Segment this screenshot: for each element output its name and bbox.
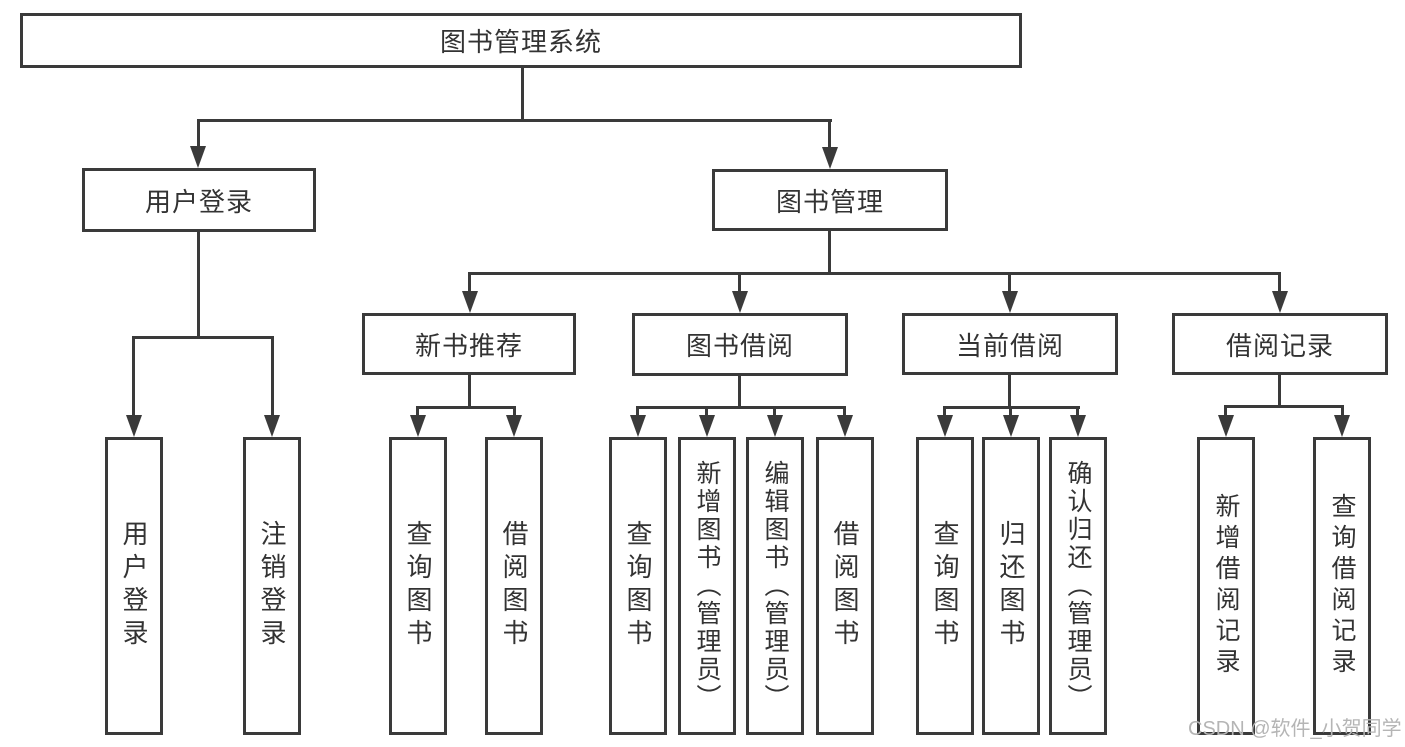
node-current-borrowing: 当前借阅 [902,313,1118,375]
connector-currentborrow-shaft-1 [943,406,946,417]
connector-root-shaft-right [828,119,831,148]
connector-root-shaft-left [197,119,200,148]
connector-bookborrow-shaft-3 [773,406,776,417]
arrow-down-icon [767,415,783,437]
connector-records-stub [1278,375,1281,405]
node-book-borrowing: 图书借阅 [632,313,848,376]
watermark: CSDN @软件_小贺同学 [1188,718,1402,740]
leaf-query-books-recommend: 查询图书 [389,437,447,735]
leaf-edit-books-admin: 编辑图书（管理员） [746,437,804,735]
leaf-query-books-current: 查询图书 [916,437,974,735]
connector-userlogin-shaft-2 [271,336,274,417]
leaf-borrow-books: 借阅图书 [816,437,874,735]
arrow-down-icon [1070,415,1086,437]
connector-records-shaft-1 [1224,405,1227,417]
arrow-down-icon [822,147,838,169]
arrow-down-icon [630,415,646,437]
arrow-down-icon [1334,415,1350,437]
connector-records-rail [1224,405,1344,408]
connector-manage-rail [468,272,1281,275]
connector-bookborrow-shaft-4 [843,406,846,417]
connector-newbooks-shaft-2 [513,406,516,417]
arrow-down-icon [1218,415,1234,437]
leaf-add-borrow-record: 新增借阅记录 [1197,437,1255,735]
connector-manage-stub [828,231,831,272]
connector-records-shaft-2 [1341,405,1344,417]
arrow-down-icon [264,415,280,437]
arrow-down-icon [462,291,478,313]
connector-bookborrow-shaft-2 [705,406,708,417]
connector-userlogin-rail [132,336,274,339]
arrow-down-icon [937,415,953,437]
arrow-down-icon [699,415,715,437]
leaf-return-books: 归还图书 [982,437,1040,735]
connector-manage-shaft-3 [1008,272,1011,293]
arrow-down-icon [126,415,142,437]
leaf-query-books-borrowing: 查询图书 [609,437,667,735]
node-user-login: 用户登录 [82,168,316,232]
leaf-borrow-books-recommend: 借阅图书 [485,437,543,735]
node-new-book-recommend: 新书推荐 [362,313,576,375]
connector-newbooks-shaft-1 [416,406,419,417]
arrow-down-icon [837,415,853,437]
connector-newbooks-rail [416,406,516,409]
arrow-down-icon [190,146,206,168]
leaf-add-books-admin: 新增图书（管理员） [678,437,736,735]
connector-manage-shaft-4 [1278,272,1281,293]
connector-bookborrow-stub [738,376,741,406]
leaf-query-borrow-record: 查询借阅记录 [1313,437,1371,735]
arrow-down-icon [506,415,522,437]
arrow-down-icon [1003,415,1019,437]
connector-userlogin-shaft-1 [132,336,135,417]
leaf-logout: 注销登录 [243,437,301,735]
arrow-down-icon [1272,291,1288,313]
node-borrowing-records: 借阅记录 [1172,313,1388,375]
connector-currentborrow-shaft-3 [1076,406,1079,417]
connector-manage-shaft-1 [468,272,471,293]
connector-root-stub [521,68,524,119]
connector-currentborrow-stub [1008,375,1011,406]
arrow-down-icon [1002,291,1018,313]
connector-userlogin-stub [197,232,200,336]
arrow-down-icon [410,415,426,437]
leaf-user-login: 用户登录 [105,437,163,735]
node-book-management: 图书管理 [712,169,948,231]
connector-manage-shaft-2 [738,272,741,293]
connector-currentborrow-shaft-2 [1009,406,1012,417]
connector-bookborrow-shaft-1 [636,406,639,417]
leaf-confirm-return-admin: 确认归还（管理员） [1049,437,1107,735]
connector-root-rail [197,119,832,122]
connector-bookborrow-rail [636,406,846,409]
node-root: 图书管理系统 [20,13,1022,68]
connector-newbooks-stub [468,375,471,406]
arrow-down-icon [732,291,748,313]
